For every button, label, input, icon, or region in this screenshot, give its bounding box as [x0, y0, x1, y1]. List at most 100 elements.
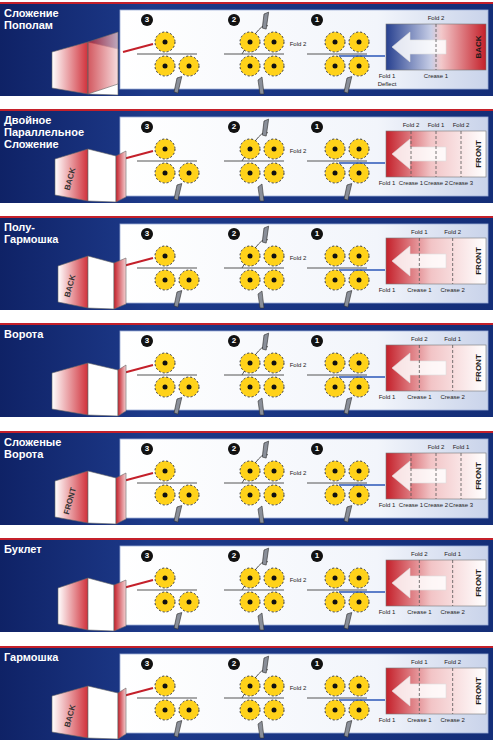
- fold-station: [123, 461, 199, 522]
- crease-label: Crease 1: [399, 502, 423, 509]
- row-panel: [120, 439, 488, 518]
- crease-label: Crease 1: [407, 609, 431, 616]
- roller: [325, 377, 345, 397]
- roller: [179, 377, 199, 397]
- fold-label: Fold 1: [379, 394, 396, 401]
- roller: [264, 56, 284, 76]
- roller-hub: [333, 576, 338, 581]
- fold-label: Fold 2: [453, 122, 470, 129]
- callout-number: 2: [228, 228, 240, 240]
- roller-hub: [248, 684, 253, 689]
- fold-station: [307, 139, 385, 200]
- feed-arrow: [392, 461, 446, 491]
- roller: [325, 485, 345, 505]
- roller-hub: [187, 64, 192, 69]
- roller-hub: [187, 493, 192, 498]
- paper-path: [307, 483, 367, 484]
- roller-hub: [333, 278, 338, 283]
- roller-hub: [272, 171, 277, 176]
- roller-hub: [163, 361, 168, 366]
- roller-hub: [272, 576, 277, 581]
- paper-panel: [55, 149, 88, 201]
- roller: [155, 246, 175, 266]
- roller-hub: [333, 708, 338, 713]
- flat-sheet: [386, 238, 486, 284]
- roller-hub: [248, 40, 253, 45]
- crease-line: [419, 345, 420, 391]
- roller-hub: [333, 600, 338, 605]
- fold-label: Fold 1: [379, 717, 396, 724]
- roller: [264, 485, 284, 505]
- row-top-line: [0, 216, 493, 218]
- row-panel: [120, 331, 488, 410]
- roller: [155, 568, 175, 588]
- paper-path: [137, 590, 197, 591]
- roller: [325, 246, 345, 266]
- roller: [155, 377, 175, 397]
- paper-path: [224, 268, 284, 269]
- crease-line: [419, 668, 420, 714]
- roller: [349, 139, 369, 159]
- callout-number: 2: [228, 121, 240, 133]
- row-band: [0, 2, 493, 96]
- roller: [240, 353, 260, 373]
- fold-label: Fold 2: [290, 470, 307, 477]
- fold-label: Fold 1: [444, 551, 461, 558]
- row-title-box: Полу-Гармошка: [0, 218, 90, 248]
- roller: [325, 270, 345, 290]
- roller: [349, 353, 369, 373]
- side-label: BACK: [64, 167, 77, 191]
- fold-label: Deflect: [378, 81, 397, 88]
- row-panel: [120, 654, 488, 733]
- roller-hub: [333, 64, 338, 69]
- roller: [349, 676, 369, 696]
- folded-paper: [52, 32, 118, 95]
- row-panel: [120, 10, 488, 89]
- roller-hub: [333, 385, 338, 390]
- flat-sheet: [386, 131, 486, 177]
- roller-hub: [272, 278, 277, 283]
- roller: [264, 139, 284, 159]
- paper-tongue: [123, 473, 153, 481]
- crease-label: Crease 1: [407, 394, 431, 401]
- fold-station: [307, 676, 385, 737]
- roller-hub: [187, 171, 192, 176]
- infeed: [339, 376, 385, 378]
- paper-panel: [88, 149, 116, 202]
- deflector-blade: [260, 332, 270, 350]
- paper-path: [307, 268, 367, 269]
- callout-number: 2: [228, 550, 240, 562]
- crease-line: [411, 453, 412, 499]
- paper-path: [137, 54, 197, 55]
- fold-row: [0, 431, 493, 525]
- paper-path: [307, 161, 367, 162]
- folded-paper: [58, 256, 126, 309]
- side-label: FRONT: [475, 247, 482, 275]
- roller: [179, 485, 199, 505]
- paper-tongue: [123, 44, 153, 52]
- paper-path: [307, 590, 367, 591]
- row-title-box: Сложение Пополам: [0, 4, 90, 34]
- roller-hub: [272, 254, 277, 259]
- roller-hub: [248, 278, 253, 283]
- paper-path: [224, 54, 284, 55]
- crease-label: Crease 1: [424, 73, 448, 80]
- deflector-blade: [342, 719, 353, 737]
- row-panel: [120, 117, 488, 196]
- infeed: [339, 162, 385, 164]
- roller-hub: [333, 493, 338, 498]
- deflector-blade: [258, 613, 264, 630]
- fold-station: [307, 32, 385, 93]
- fold-label: Fold 2: [290, 41, 307, 48]
- fold-row: [0, 646, 493, 740]
- paper-path: [307, 375, 367, 376]
- roller-hub: [272, 684, 277, 689]
- fold-label: Fold 2: [290, 362, 307, 369]
- roller: [240, 56, 260, 76]
- crease-line: [436, 131, 437, 177]
- paper-panel: [52, 363, 88, 415]
- roller-hub: [272, 708, 277, 713]
- roller: [325, 568, 345, 588]
- folded-paper: [55, 149, 126, 202]
